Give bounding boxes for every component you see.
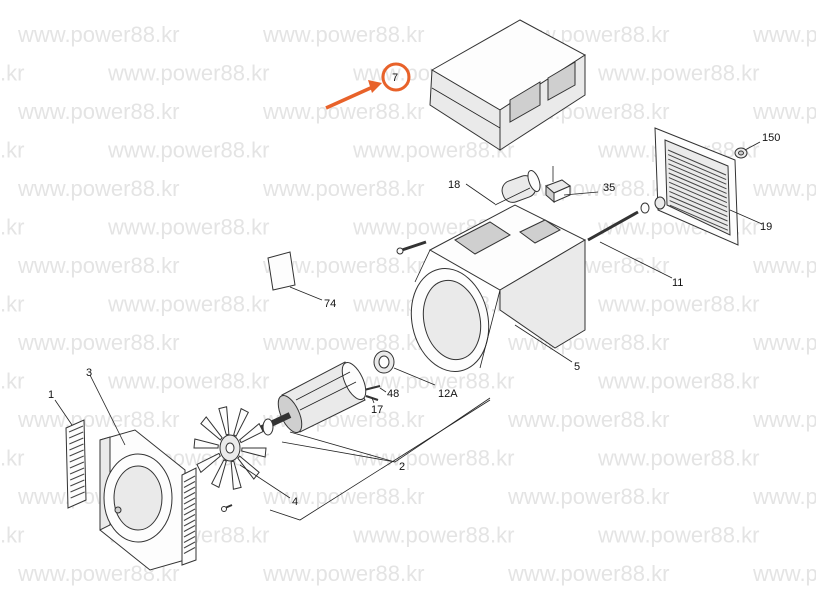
watermark-text: www.power88.kr bbox=[507, 561, 669, 586]
part-labels: 7 150 18 35 19 11 74 5 48 12A 17 3 1 2 4 bbox=[48, 72, 780, 508]
label-2: 2 bbox=[399, 461, 405, 473]
part-35-terminal-block bbox=[545, 166, 599, 204]
fan-blade bbox=[230, 460, 242, 490]
label-5: 5 bbox=[574, 361, 580, 373]
watermark-text: www.power88.kr bbox=[0, 369, 24, 394]
watermark-text: www.power88.kr bbox=[107, 138, 269, 163]
watermark-text: www.power88.kr bbox=[17, 253, 179, 278]
watermark-text: www.power88.kr bbox=[262, 484, 424, 509]
label-4: 4 bbox=[292, 496, 298, 508]
fan-blade bbox=[237, 455, 260, 480]
part-4-fan bbox=[193, 406, 267, 490]
label-1: 1 bbox=[48, 389, 54, 401]
watermark-text: www.power88.kr bbox=[107, 369, 269, 394]
label-17: 17 bbox=[371, 404, 383, 416]
watermark-text: www.power88.kr bbox=[262, 99, 424, 124]
watermark-text: www.power88.kr bbox=[0, 61, 24, 86]
watermark-text: www.power88.kr bbox=[752, 484, 816, 509]
watermark-text: www.power88.kr bbox=[0, 138, 24, 163]
watermark-text: www.power88.kr bbox=[262, 330, 424, 355]
part-5-main-frame bbox=[396, 187, 587, 372]
part-48-17-fasteners bbox=[363, 385, 387, 404]
watermark-text: www.power88.kr bbox=[507, 330, 669, 355]
fan-blade bbox=[241, 447, 267, 458]
label-18: 18 bbox=[448, 179, 460, 191]
watermark-text: www.power88.kr bbox=[262, 561, 424, 586]
watermark-text: www.power88.kr bbox=[597, 523, 759, 548]
watermark-text: www.power88.kr bbox=[597, 369, 759, 394]
fan-blade bbox=[233, 407, 250, 437]
fan-blade bbox=[196, 452, 221, 474]
label-7: 7 bbox=[392, 72, 398, 84]
label-11: 11 bbox=[672, 277, 683, 289]
part-18-capacitor bbox=[465, 170, 541, 205]
watermark-text: www.power88.kr bbox=[107, 215, 269, 240]
label-48: 48 bbox=[387, 388, 399, 400]
watermark-text: www.power88.kr bbox=[752, 176, 816, 201]
watermark-text: www.power88.kr bbox=[507, 407, 669, 432]
screw bbox=[221, 504, 233, 512]
watermark-text: www.power88.kr bbox=[0, 215, 24, 240]
watermark-text: www.power88.kr bbox=[262, 22, 424, 47]
label-3: 3 bbox=[86, 367, 92, 379]
fan-blade bbox=[218, 406, 230, 436]
label-19: 19 bbox=[760, 221, 772, 233]
watermark-text: www.power88.kr bbox=[107, 292, 269, 317]
watermark-text: www.power88.kr bbox=[752, 99, 816, 124]
part-11-tie-rod bbox=[587, 196, 673, 279]
fan-blade bbox=[210, 459, 227, 489]
watermark-text: www.power88.kr bbox=[597, 292, 759, 317]
watermark-text: www.power88.kr bbox=[752, 253, 816, 278]
watermark-text: www.power88.kr bbox=[107, 61, 269, 86]
watermark-text: www.power88.kr bbox=[507, 484, 669, 509]
watermark-text: www.power88.kr bbox=[17, 330, 179, 355]
watermark-text: www.power88.kr bbox=[752, 407, 816, 432]
fan-blade bbox=[200, 416, 223, 441]
part-12a-bearing bbox=[373, 350, 436, 386]
watermark-text: www.power88.kr bbox=[17, 407, 179, 432]
watermark-text: www.power88.kr bbox=[752, 330, 816, 355]
watermark-text: www.power88.kr bbox=[0, 292, 24, 317]
watermark-text: www.power88.kr bbox=[262, 176, 424, 201]
part-1-louvered-cover bbox=[65, 419, 87, 509]
watermark-text: www.power88.kr bbox=[17, 99, 179, 124]
label-150: 150 bbox=[762, 132, 780, 144]
watermark-text: www.power88.kr bbox=[597, 446, 759, 471]
watermark-text: www.power88.kr bbox=[352, 523, 514, 548]
label-35: 35 bbox=[603, 182, 615, 194]
part-3-front-bracket bbox=[99, 429, 197, 571]
watermark-text: www.power88.kr bbox=[597, 61, 759, 86]
watermark-text: www.power88.kr bbox=[17, 176, 179, 201]
fan-blade bbox=[193, 438, 219, 449]
fan-blade bbox=[239, 422, 264, 444]
watermark-text: www.power88.kr bbox=[752, 22, 816, 47]
label-74: 74 bbox=[324, 298, 336, 310]
watermark-text: www.power88.kr bbox=[17, 22, 179, 47]
label-12a: 12A bbox=[438, 388, 458, 400]
watermark-text: www.power88.kr bbox=[752, 561, 816, 586]
part-19-rear-panel bbox=[654, 127, 763, 246]
watermark-text: www.power88.kr bbox=[0, 523, 24, 548]
part-74-plate bbox=[267, 251, 323, 301]
highlight-callout-7 bbox=[325, 62, 411, 110]
part-7-top-cover bbox=[429, 19, 586, 151]
watermark-text: www.power88.kr bbox=[352, 369, 514, 394]
watermark-text: www.power88.kr bbox=[0, 446, 24, 471]
part-2-rotor bbox=[256, 361, 367, 436]
watermark-text: www.power88.kr bbox=[352, 446, 514, 471]
leader-lines bbox=[54, 374, 491, 521]
